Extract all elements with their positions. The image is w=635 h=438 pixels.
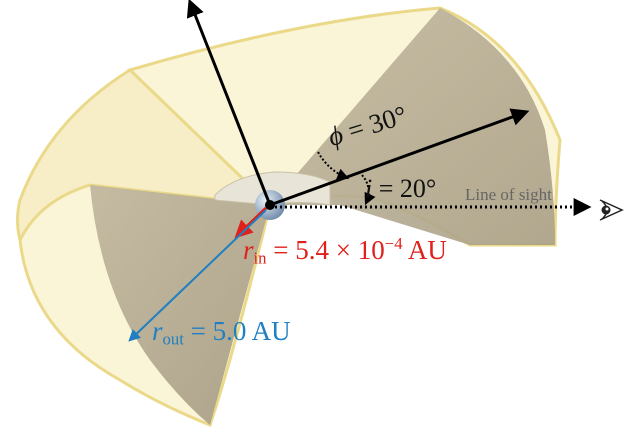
cut-face-upper-right [270, 8, 555, 245]
i-angle-label: i = 20° [365, 174, 437, 203]
eye-icon [599, 199, 624, 221]
line-of-sight-label: Line of sight [465, 185, 552, 204]
r-out-label: rout = 5.0 AU [152, 316, 291, 349]
center-point [265, 200, 275, 210]
inner-cavity [214, 171, 331, 206]
phi-angle-arc [317, 151, 350, 180]
r-in-label: rin = 5.4 × 10−4 AU [243, 234, 447, 268]
r-out-arrow [128, 209, 267, 342]
r-in-arrow [234, 206, 268, 239]
outer-shell-left-rim [16, 68, 275, 245]
cut-face-lower-left [90, 185, 270, 425]
disk-normal-axis [186, 0, 272, 206]
inclined-axis [269, 108, 530, 207]
